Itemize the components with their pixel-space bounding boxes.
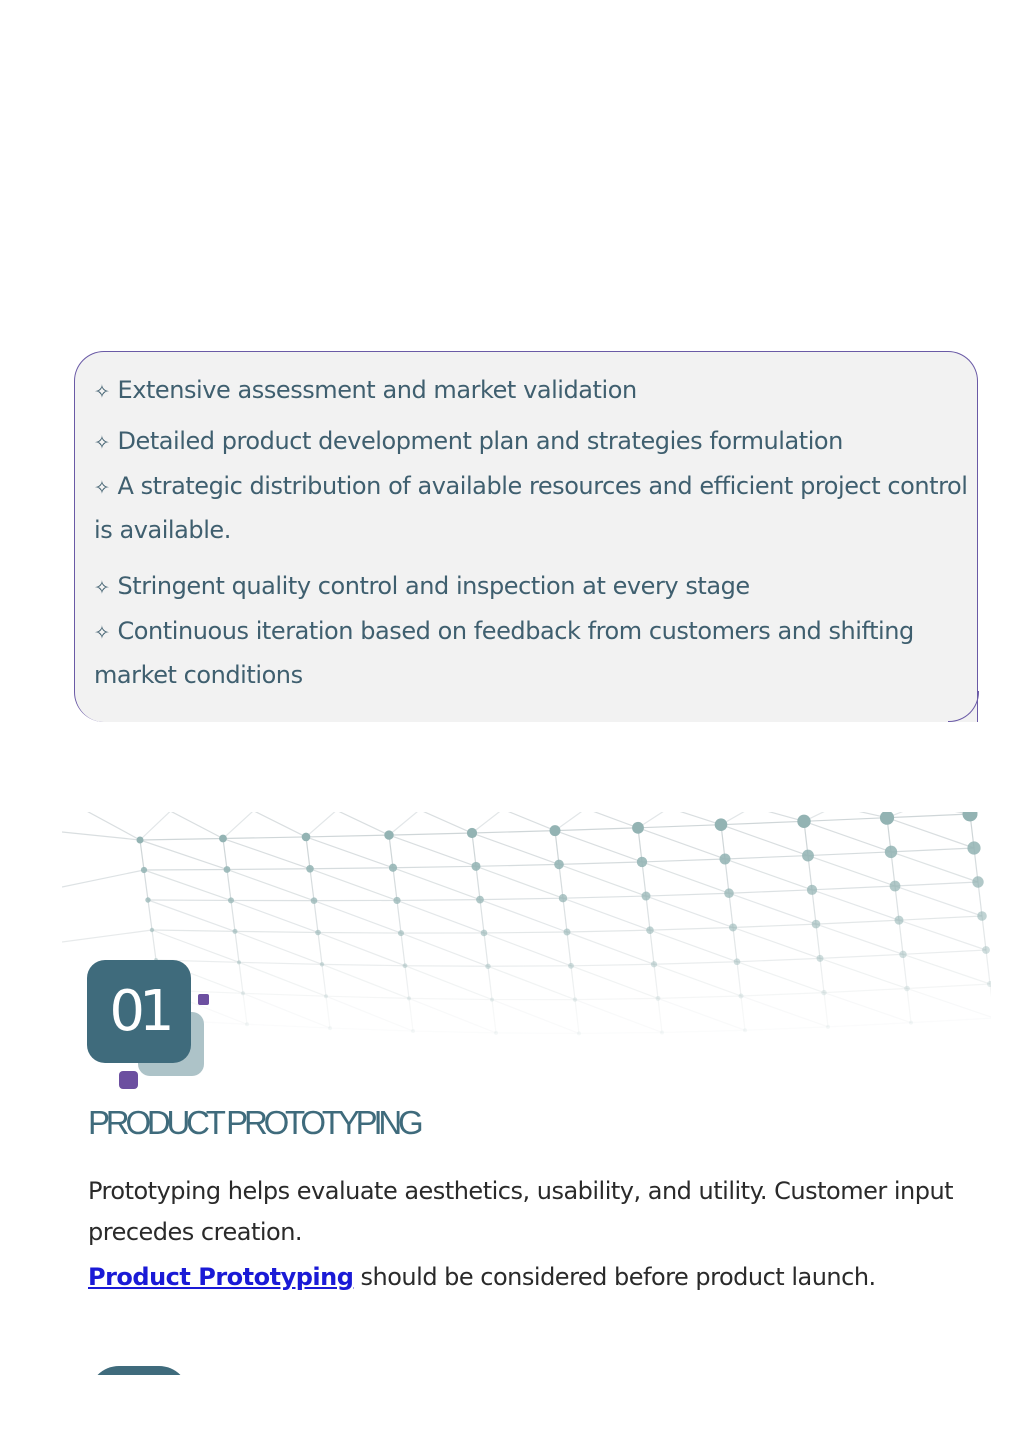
product-prototyping-link[interactable]: Product Prototyping bbox=[88, 1263, 354, 1291]
network-background-graphic bbox=[62, 812, 991, 1072]
section-paragraph-line: Product Prototyping should be considered… bbox=[88, 1263, 876, 1291]
feature-item: ✧Detailed product development plan and s… bbox=[94, 427, 843, 455]
section-paragraph-line: Prototyping helps evaluate aesthetics, u… bbox=[88, 1177, 954, 1205]
feature-item: ✧A strategic distribution of available r… bbox=[94, 472, 968, 500]
feature-item: ✧Continuous iteration based on feedback … bbox=[94, 617, 914, 645]
star-icon: ✧ bbox=[94, 477, 110, 499]
feature-item-continued: is available. bbox=[94, 516, 231, 544]
section-paragraph-line: precedes creation. bbox=[88, 1218, 303, 1246]
features-box bbox=[74, 351, 979, 722]
next-section-badge bbox=[89, 1366, 189, 1375]
feature-item-continued: market conditions bbox=[94, 661, 303, 689]
feature-item: ✧Extensive assessment and market validat… bbox=[94, 376, 637, 404]
star-icon: ✧ bbox=[94, 381, 110, 403]
decorative-dot bbox=[119, 1071, 138, 1089]
star-icon: ✧ bbox=[94, 622, 110, 644]
section-number-badge: 01 bbox=[87, 960, 191, 1063]
decorative-dot bbox=[198, 994, 209, 1005]
star-icon: ✧ bbox=[94, 577, 110, 599]
feature-item: ✧Stringent quality control and inspectio… bbox=[94, 572, 750, 600]
section-title: PRODUCT PROTOTYPING bbox=[88, 1104, 424, 1141]
star-icon: ✧ bbox=[94, 432, 110, 454]
